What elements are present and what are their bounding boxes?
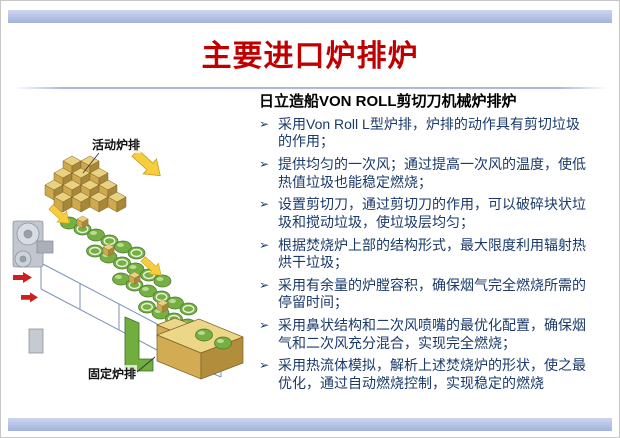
bullet-text: 采用有余量的炉膛容积，确保烟气完全燃烧所需的停留时间； xyxy=(278,276,586,311)
bullet-text: 设置剪切刀，通过剪切刀的作用，可以破碎块状垃圾和搅动垃圾，使垃圾层均匀； xyxy=(278,196,586,230)
diagram-label-movable-grate: 活动炉排 xyxy=(91,136,142,153)
title-divider xyxy=(14,87,608,89)
arrow-bullet-icon: ➢ xyxy=(259,318,270,332)
bottom-accent-bar xyxy=(8,418,612,431)
furnace-diagram: 活动炉排 固定炉排 xyxy=(7,103,255,415)
arrow-bullet-icon: ➢ xyxy=(259,358,270,373)
page-title: 主要进口炉排炉 xyxy=(201,39,419,74)
bullet-text: 采用鼻状结构和二次风喷嘴的最优化配置，确保烟气和二次风充分混合，实现完全燃烧； xyxy=(278,317,586,351)
arrow-bullet-icon: ➢ xyxy=(259,237,270,252)
bullet-text: 采用Von Roll L型炉排，炉排的动作具有剪切垃圾的作用； xyxy=(278,115,580,150)
bullet-item: ➢ 设置剪切刀，通过剪切刀的作用，可以破碎块状垃圾和搅动垃圾，使垃圾层均匀； xyxy=(259,196,589,231)
bullet-item: ➢ 采用热流体模拟，解析上述焚烧炉的形状，使之最优化，通过自动燃烧控制，实现稳定… xyxy=(259,357,589,392)
arrow-bullet-icon: ➢ xyxy=(259,157,270,171)
content-heading: 日立造船VON ROLL剪切刀机械炉排炉 xyxy=(259,93,517,110)
arrow-bullet-icon: ➢ xyxy=(259,197,270,212)
arrow-bullet-icon: ➢ xyxy=(259,277,270,292)
bullet-item: ➢ 采用Von Roll L型炉排，炉排的动作具有剪切垃圾的作用； xyxy=(259,116,589,151)
arrow-bullet-icon: ➢ xyxy=(259,116,270,131)
bullet-text: 采用热流体模拟，解析上述焚烧炉的形状，使之最优化，通过自动燃烧控制，实现稳定的燃… xyxy=(278,357,586,391)
bullet-text: 提供均匀的一次风；通过提高一次风的温度，使低热值垃圾也能稳定燃烧； xyxy=(278,156,586,190)
content-panel: 日立造船VON ROLL剪切刀机械炉排炉 ➢ 采用Von Roll L型炉排，炉… xyxy=(259,93,589,398)
bullet-item: ➢ 提供均匀的一次风；通过提高一次风的温度，使低热值垃圾也能稳定燃烧； xyxy=(259,156,589,191)
bullet-item: ➢ 根据焚烧炉上部的结构形式，最大限度利用辐射热烘干垃圾； xyxy=(259,237,589,272)
bullet-item: ➢ 采用有余量的炉膛容积，确保烟气完全燃烧所需的停留时间； xyxy=(259,277,589,312)
diagram-label-fixed-grate: 固定炉排 xyxy=(87,365,138,382)
furnace-illustration xyxy=(12,145,244,380)
top-accent-bar xyxy=(8,10,612,23)
bullet-item: ➢ 采用鼻状结构和二次风喷嘴的最优化配置，确保烟气和二次风充分混合，实现完全燃烧… xyxy=(259,317,589,352)
bullet-text: 根据焚烧炉上部的结构形式，最大限度利用辐射热烘干垃圾； xyxy=(278,236,586,271)
bullet-list: ➢ 采用Von Roll L型炉排，炉排的动作具有剪切垃圾的作用； ➢ 提供均匀… xyxy=(259,116,589,393)
